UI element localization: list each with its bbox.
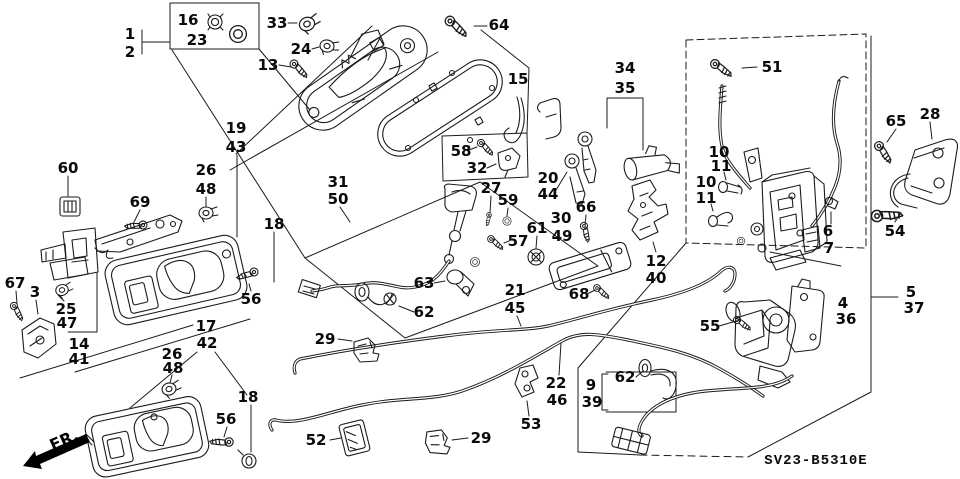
door-latch-assembly <box>743 147 828 271</box>
rod-clip-10-11-b <box>707 211 734 228</box>
lock-switch-63 <box>446 269 475 297</box>
lock-knob-block-3 <box>21 317 57 359</box>
clip-33 <box>296 12 324 37</box>
screw-13 <box>286 58 312 79</box>
key-set-20-44 <box>536 98 597 205</box>
inner-handle-bezel-2 <box>84 396 210 478</box>
clip-25-47 <box>54 281 76 300</box>
bolt-54 <box>868 200 904 229</box>
grommet-23 <box>228 24 248 44</box>
connecting-rod-21-45 <box>292 265 737 375</box>
rod-clip-10-11-a <box>717 180 743 195</box>
plug-18 <box>237 449 257 469</box>
crank-53 <box>514 364 539 398</box>
inner-handle-bezel-1 <box>104 234 248 326</box>
bolt-27 <box>483 211 494 227</box>
lock-cable-assembly <box>297 183 477 299</box>
cushion-52 <box>338 419 371 457</box>
connector-60 <box>59 196 81 217</box>
switch-pigtail-62-lower <box>638 358 677 400</box>
lock-cylinder-34-35 <box>623 145 680 181</box>
knob-61 <box>527 248 545 266</box>
screw-66 <box>575 220 597 243</box>
leader-lines <box>15 2 933 458</box>
actuator-cable <box>611 374 794 455</box>
bolt-51 <box>708 58 735 78</box>
screw-67 <box>6 300 29 322</box>
switch-pigtail-62 <box>354 282 397 306</box>
outer-door-handle <box>298 25 428 131</box>
ring-part <box>736 236 746 246</box>
clip-26-48-b <box>160 379 184 401</box>
ring-59 <box>502 216 512 226</box>
connecting-rod-22-46 <box>268 332 765 432</box>
screw-57 <box>485 234 507 251</box>
screw-56-b <box>208 432 235 453</box>
screw-58 <box>474 137 497 157</box>
grommet-16 <box>207 13 224 31</box>
handle-frame-30-49 <box>548 241 632 291</box>
clip-26-48-a <box>198 206 219 223</box>
rod-clip-29 <box>423 427 453 456</box>
lock-actuator <box>725 278 825 389</box>
clip-6-7 <box>824 196 839 210</box>
striker-28 <box>889 138 959 209</box>
bolt-64 <box>441 14 472 38</box>
bracket-12-40 <box>627 179 669 241</box>
ring-part <box>470 257 480 267</box>
fr-direction-arrow <box>23 434 90 469</box>
grommet-24 <box>317 38 341 58</box>
screw-68 <box>591 283 613 300</box>
handle-gasket <box>377 59 503 157</box>
lock-knob-rod <box>718 84 752 190</box>
inner-lock-rod <box>810 75 849 228</box>
screw-65 <box>870 139 898 165</box>
rod-hook-15 <box>503 96 525 144</box>
handle-bracket-3 <box>40 214 183 281</box>
bracket-32 <box>497 147 521 178</box>
connector-60-detail <box>63 200 77 213</box>
